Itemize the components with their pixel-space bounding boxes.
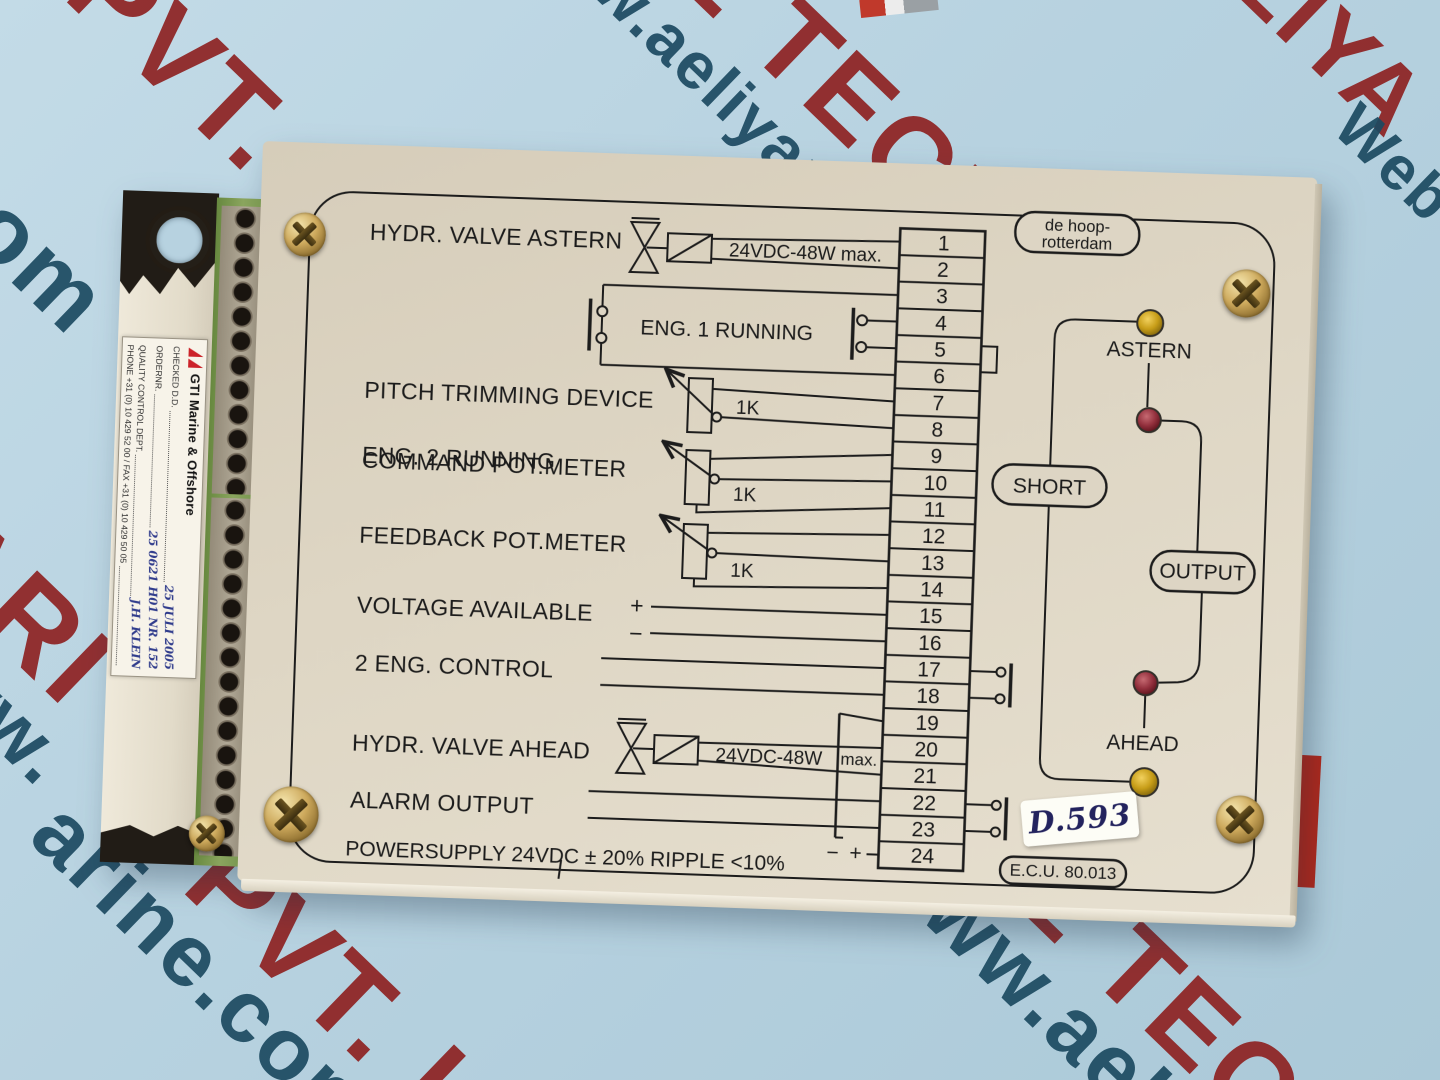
gti-logo-icon	[188, 347, 204, 369]
flange-black-paint	[119, 190, 219, 301]
side-label-field: CHECKED D.D.	[169, 345, 182, 408]
terminal-number: 2	[937, 259, 949, 282]
terminal-number: 18	[916, 685, 940, 709]
terminal-number: 9	[930, 445, 942, 468]
mounting-hole	[148, 209, 210, 271]
feedback-pot-circuit	[661, 517, 890, 590]
power-minus: −	[826, 841, 839, 864]
terminal-number: 22	[912, 791, 936, 815]
terminal-number: 11	[923, 498, 946, 522]
handwritten-value: J.H. KLEIN	[128, 598, 143, 669]
terminal-number: 19	[915, 711, 939, 735]
handwritten-value: 25 0621 H01 NR. 152	[146, 530, 161, 670]
row-label-command: COMMAND POT.METER	[362, 447, 627, 482]
gti-side-label: GTI Marine & Offshore CHECKED D.D. 25 JU…	[110, 336, 209, 680]
pitch-pot-circuit	[666, 371, 895, 434]
terminal-number: 23	[911, 818, 935, 842]
astern-label: ASTERN	[1106, 338, 1192, 364]
led-status-circuit	[991, 309, 1256, 798]
side-label-field: ORDERNR.	[153, 345, 165, 392]
maker-badge	[1014, 210, 1141, 257]
row-label-ahead: HYDR. VALVE AHEAD	[352, 730, 591, 764]
eng1-label: ENG. 1 RUNNING	[640, 316, 813, 345]
row-label-alarm: ALARM OUTPUT	[350, 786, 535, 818]
terminal-number: 16	[918, 632, 942, 656]
terminal-number: 4	[935, 312, 948, 335]
tape-scrap	[859, 0, 939, 19]
astern-led-yellow	[1136, 309, 1165, 338]
ahead-led-yellow	[1129, 767, 1160, 798]
flange-black-paint	[100, 820, 197, 865]
terminal-number: 24	[910, 845, 934, 869]
mounting-flange: GTI Marine & Offshore CHECKED D.D. 25 JU…	[99, 190, 220, 865]
front-panel: HYDR. VALVE ASTERN 24VDC-48W max. ENG. 2…	[237, 141, 1318, 918]
handwritten-tag: D.593	[1027, 797, 1133, 841]
terminal-number: 8	[931, 419, 943, 442]
terminal-number: 5	[934, 339, 946, 362]
terminal-number: 13	[921, 552, 945, 576]
row-label-control: 2 ENG. CONTROL	[354, 650, 553, 683]
terminal-tab	[979, 345, 999, 374]
ahead-led-red	[1132, 670, 1159, 697]
row-label-pitch: PITCH TRIMMING DEVICE	[364, 377, 654, 413]
astern-led-red	[1135, 407, 1162, 434]
alarm-circuit	[587, 790, 1009, 841]
model-badge	[998, 855, 1128, 889]
panel-border	[288, 191, 1276, 894]
terminal-number: 20	[914, 738, 938, 762]
voltage-available-circuit	[650, 605, 887, 643]
minus-sign: −	[629, 620, 644, 646]
terminal-number: 21	[913, 765, 937, 789]
wiring-diagram: HYDR. VALVE ASTERN 24VDC-48W max. ENG. 2…	[288, 191, 1276, 894]
ahead-coil-rating: 24VDC-48W	[715, 745, 822, 770]
short-label: SHORT	[1012, 474, 1086, 500]
astern-valve-circuit	[627, 216, 900, 274]
pot-value: 1K	[733, 485, 757, 507]
terminal-number-column	[876, 226, 999, 873]
ahead-valve-circuit	[614, 712, 884, 839]
terminal-number: 3	[936, 285, 948, 308]
terminal-number: 12	[922, 525, 946, 549]
dotted-leader	[115, 566, 120, 666]
pot-value: 1K	[730, 561, 754, 583]
model-badge-label: E.C.U. 80.013	[1009, 861, 1116, 884]
terminal-number: 1	[938, 232, 950, 255]
engine-running-circuit	[587, 283, 899, 376]
eng-control-circuit	[600, 657, 1014, 708]
handwritten-value: 25 JULI 2005	[162, 585, 177, 671]
row-label-astern: HYDR. VALVE ASTERN	[369, 219, 622, 254]
output-label: OUTPUT	[1159, 560, 1246, 586]
power-plus: +	[849, 842, 862, 865]
terminal-number: 6	[933, 365, 945, 388]
pot-value: 1K	[736, 398, 760, 420]
row-label-feedback: FEEDBACK POT.METER	[359, 522, 627, 557]
terminal-number: 15	[919, 605, 943, 629]
max-label: max.	[840, 750, 877, 770]
terminal-number: 10	[923, 472, 947, 496]
maker-badge-line2: rotterdam	[1041, 233, 1112, 253]
output-bubble	[1149, 549, 1256, 595]
ecu-module: GTI Marine & Offshore CHECKED D.D. 25 JU…	[99, 136, 1321, 929]
terminal-number: 14	[920, 578, 944, 602]
row-label-voltage: VOLTAGE AVAILABLE	[356, 592, 593, 626]
plus-sign: +	[630, 592, 645, 618]
command-pot-circuit	[663, 443, 893, 514]
short-bubble	[991, 463, 1108, 509]
ahead-label: AHEAD	[1106, 731, 1179, 757]
terminal-number: 7	[932, 392, 944, 415]
terminal-number: 17	[917, 658, 941, 682]
side-label-brand: GTI Marine & Offshore	[182, 373, 203, 517]
astern-coil-rating: 24VDC-48W max.	[729, 240, 883, 266]
maker-badge-line1: de hoop-	[1045, 216, 1111, 236]
watermark-text: .com	[0, 113, 130, 355]
